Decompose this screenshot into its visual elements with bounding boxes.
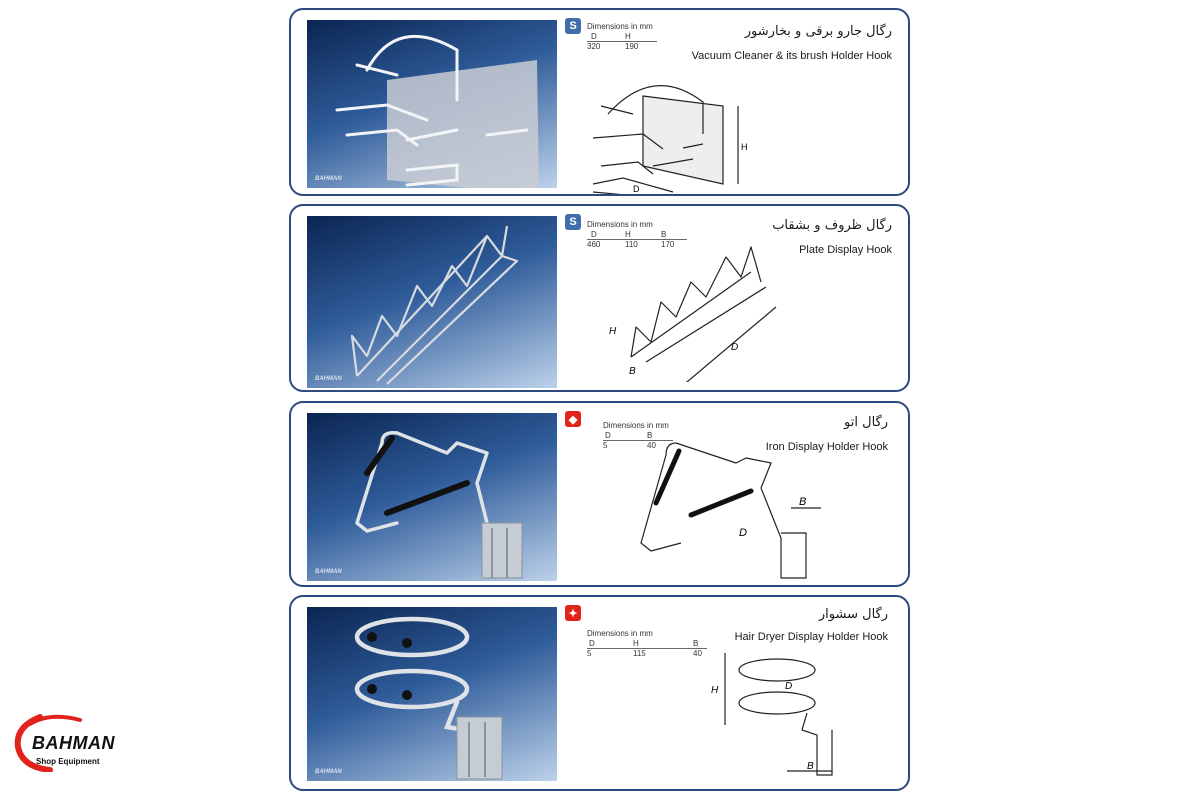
photo-watermark: BAHMAN: [315, 569, 342, 575]
dimension-label: D: [731, 342, 738, 353]
product-card-iron: BAHMAN ◆ Dimensions in mm D B 5 40 رگال ات…: [289, 401, 910, 587]
dim-key: H: [625, 230, 631, 239]
dimensions-table: Dimensions in mm D H B 460 110 170: [587, 220, 687, 249]
dimensions-header: Dimensions in mm: [587, 220, 653, 229]
photo-watermark: BAHMAN: [315, 376, 342, 382]
product-title-en: Hair Dryer Display Holder Hook: [734, 631, 888, 643]
dimensions-header: Dimensions in mm: [587, 22, 653, 31]
product-photo: BAHMAN: [307, 20, 557, 188]
dim-key: B: [661, 230, 667, 239]
dimension-label: H: [609, 326, 617, 337]
product-title-fa: رگال سشوار: [818, 607, 888, 622]
product-card-vacuum: BAHMAN S Dimensions in mm D H 320 190 رگال…: [289, 8, 910, 196]
dim-value: 460: [587, 240, 601, 249]
dimension-label: H: [741, 142, 748, 152]
iron-icon: ◆: [565, 411, 581, 427]
dim-value: 5: [587, 649, 592, 658]
product-title-fa: رگال اتو: [844, 415, 888, 430]
product-photo: BAHMAN: [307, 607, 557, 781]
product-photo: BAHMAN: [307, 216, 557, 388]
product-title-en: Vacuum Cleaner & its brush Holder Hook: [691, 50, 892, 62]
brand-name: BAHMAN: [32, 733, 115, 753]
dim-key: H: [625, 32, 631, 41]
s-letter-icon: S: [565, 214, 581, 230]
technical-drawing: H D B: [711, 653, 833, 776]
dim-key: D: [605, 431, 611, 440]
dim-value: 170: [661, 240, 675, 249]
dimensions-header: Dimensions in mm: [603, 421, 669, 430]
dim-value: 115: [633, 649, 646, 658]
dimension-label: H: [711, 685, 719, 696]
dimension-label: B: [629, 366, 636, 377]
technical-drawing: B D: [640, 442, 821, 579]
dim-key: B: [693, 639, 699, 648]
dim-key: H: [633, 639, 639, 648]
brand-tagline: Shop Equipment: [36, 757, 100, 766]
technical-drawing: H B D: [609, 246, 777, 382]
dim-key: B: [647, 431, 653, 440]
product-title-fa: رگال ظروف و بشقاب: [772, 218, 892, 233]
product-title-fa: رگال جارو برقی و بخارشور: [744, 24, 892, 39]
technical-drawing: H D: [592, 85, 748, 194]
product-card-hair-dryer: BAHMAN ✦ Dimensions in mm D H B 5 115 40 رگا…: [289, 595, 910, 791]
dim-value: 190: [625, 42, 639, 51]
dimension-label: D: [633, 184, 640, 194]
product-title-en: Plate Display Hook: [799, 244, 892, 256]
product-title-en: Iron Display Holder Hook: [765, 441, 888, 453]
dimensions-table: Dimensions in mm D H 320 190: [587, 22, 657, 51]
dim-key: D: [591, 230, 597, 239]
dim-value: 5: [603, 441, 608, 450]
photo-watermark: BAHMAN: [315, 176, 342, 182]
dim-key: D: [591, 32, 597, 41]
dimension-label: B: [807, 761, 814, 772]
dim-value: 320: [587, 42, 601, 51]
dimension-label: D: [785, 681, 792, 692]
hair-dryer-icon: ✦: [565, 605, 581, 621]
s-letter-icon: S: [565, 18, 581, 34]
dim-key: D: [589, 639, 595, 648]
dim-value: 40: [647, 441, 656, 450]
dim-value: 40: [693, 649, 702, 658]
photo-watermark: BAHMAN: [315, 769, 342, 775]
dimensions-table: Dimensions in mm D B 5 40: [603, 421, 673, 450]
dim-value: 110: [625, 240, 638, 249]
dimension-label: B: [799, 496, 806, 508]
product-photo: BAHMAN: [307, 413, 557, 581]
dimensions-table: Dimensions in mm D H B 5 115 40: [587, 629, 707, 658]
brand-logo-swoosh-icon: [14, 714, 82, 772]
dimension-label: D: [739, 527, 747, 539]
dimensions-header: Dimensions in mm: [587, 629, 653, 638]
